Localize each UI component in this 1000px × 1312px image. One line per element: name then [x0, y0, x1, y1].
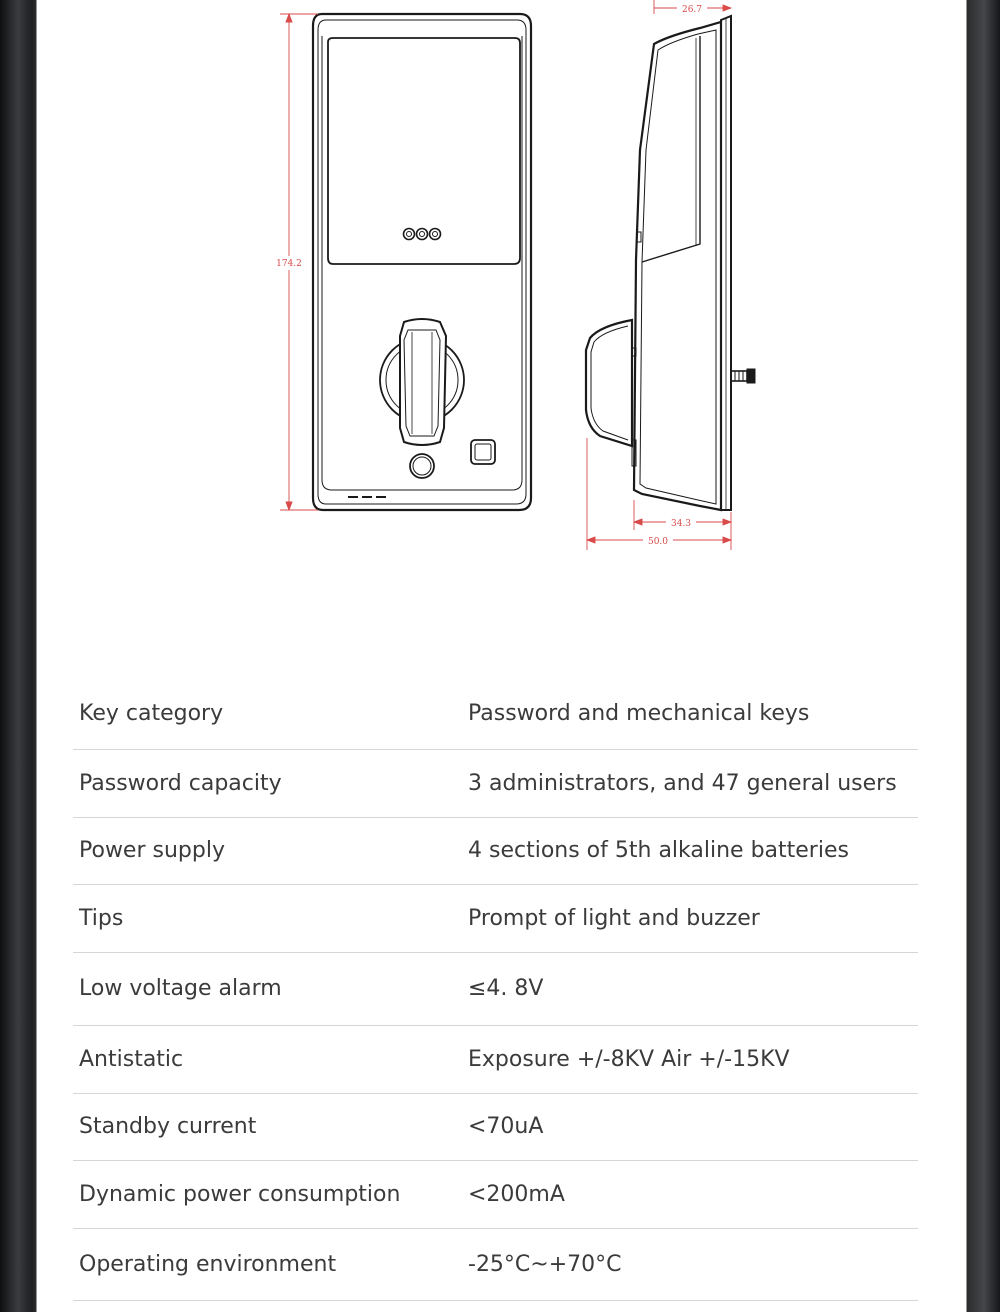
depth-top-label: 26.7: [682, 5, 702, 15]
spec-label: Antistatic: [73, 1025, 462, 1094]
fingerprint-sensor-icon: [470, 439, 496, 465]
spec-label: Low voltage alarm: [73, 952, 462, 1026]
spec-value: Prompt of light and buzzer: [462, 884, 918, 953]
spec-label: Operating environment: [73, 1228, 462, 1301]
spec-value: 3 administrators, and 47 general users: [462, 749, 918, 818]
spec-row: Tips Prompt of light and buzzer: [73, 884, 918, 953]
spec-value: -25°C~+70°C: [462, 1228, 918, 1301]
spec-label: Power supply: [73, 817, 462, 885]
side-handle-icon: [584, 318, 634, 448]
spec-table: Key category Password and mechanical key…: [73, 678, 918, 1301]
spec-value: 4 sections of 5th alkaline batteries: [462, 817, 918, 885]
keyhole-icon: [409, 453, 435, 479]
spec-row: Password capacity 3 administrators, and …: [73, 749, 918, 818]
spec-label: Tips: [73, 884, 462, 953]
side-view: [584, 14, 756, 512]
spec-row: Key category Password and mechanical key…: [73, 678, 918, 750]
front-view: [311, 12, 533, 512]
thumb-turn-handle-icon: [399, 318, 448, 446]
spec-row: Operating environment -25°C~+70°C: [73, 1228, 918, 1301]
depth-body-label: 34.3: [671, 519, 691, 529]
spec-label: Key category: [73, 678, 462, 750]
spec-row: Power supply 4 sections of 5th alkaline …: [73, 817, 918, 885]
spec-value: Password and mechanical keys: [462, 678, 918, 750]
spec-row: Low voltage alarm ≤4. 8V: [73, 952, 918, 1026]
height-dimension-label: 174.2: [276, 259, 302, 269]
spec-value: Exposure +/-8KV Air +/-15KV: [462, 1025, 918, 1094]
spec-label: Password capacity: [73, 749, 462, 818]
spec-row: Antistatic Exposure +/-8KV Air +/-15KV: [73, 1025, 918, 1094]
spec-row: Dynamic power consumption <200mA: [73, 1160, 918, 1229]
lock-technical-drawing: 174.2: [274, 0, 756, 550]
spec-value: ≤4. 8V: [462, 952, 918, 1026]
spec-value: <70uA: [462, 1093, 918, 1161]
spec-row: Standby current <70uA: [73, 1093, 918, 1161]
spec-label: Dynamic power consumption: [73, 1160, 462, 1229]
spec-label: Standby current: [73, 1093, 462, 1161]
indicator-light-icon: [402, 227, 416, 241]
side-dimensions: [585, 0, 733, 550]
spec-value: <200mA: [462, 1160, 918, 1229]
depth-total-label: 50.0: [648, 537, 668, 547]
